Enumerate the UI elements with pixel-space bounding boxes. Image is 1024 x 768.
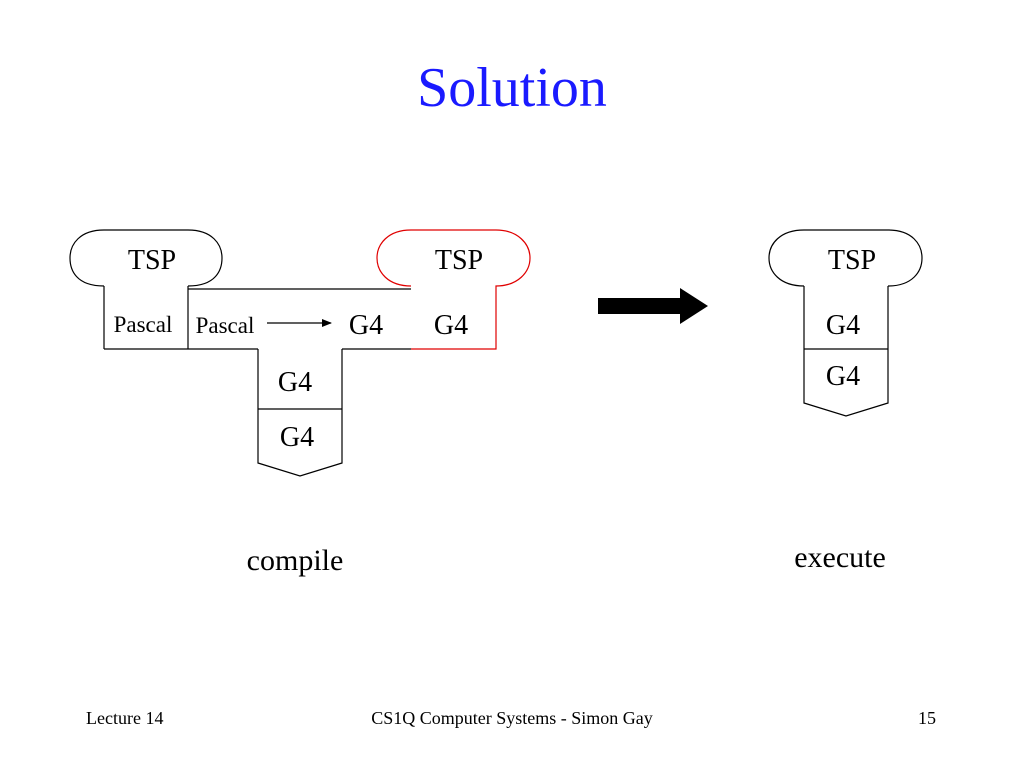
compiler-impl-label: G4 [278,367,312,398]
right-arrow-icon [598,288,708,324]
compiler-source-label: Pascal [196,313,255,338]
execute-machine-g4: G4 [803,349,889,417]
footer-course: CS1Q Computer Systems - Simon Gay [371,708,653,728]
compiler-target-label: G4 [349,310,383,341]
compiler-pascal-to-g4: Pascal G4 G4 [188,288,411,410]
execute-machine-label: G4 [826,361,860,392]
output-tsp-g4: TSP G4 [376,229,531,350]
program-tsp-label: TSP [128,245,176,276]
execute-g4-label: G4 [826,310,860,341]
footer-page-number: 15 [918,708,936,728]
compile-caption: compile [247,544,344,577]
compile-machine-label: G4 [280,422,314,453]
output-tsp-label: TSP [435,245,483,276]
program-pascal-label: Pascal [114,312,173,337]
program-tsp-pascal: TSP Pascal [69,229,223,350]
output-g4-label: G4 [434,310,468,341]
execute-tsp-label: TSP [828,245,876,276]
execute-program-tsp-g4: TSP G4 [768,229,923,350]
execute-caption: execute [794,541,886,574]
slide-title: Solution [417,57,607,119]
compile-machine-g4: G4 [257,409,343,477]
footer-lecture: Lecture 14 [86,708,164,728]
